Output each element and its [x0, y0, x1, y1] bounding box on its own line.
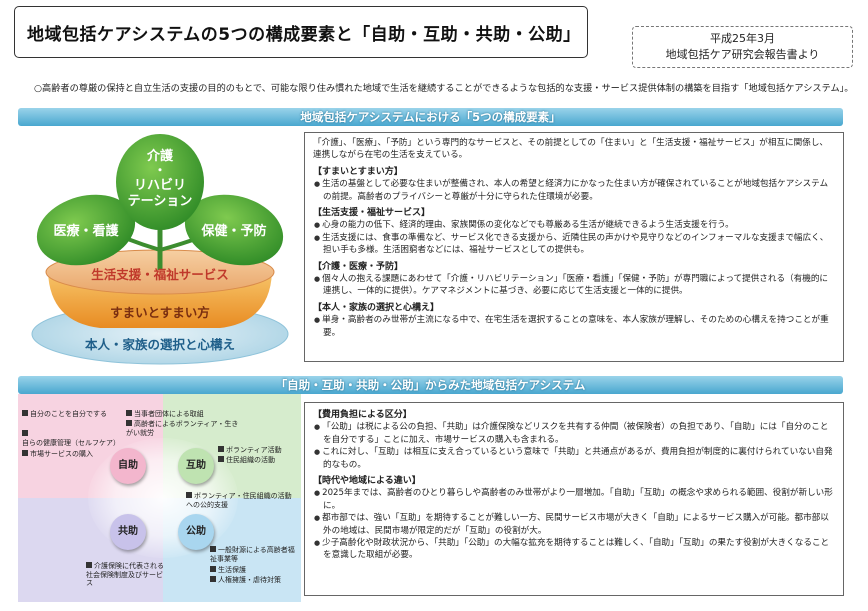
leaf-left-shape	[36, 194, 136, 266]
note-top-2: 高齢者によるボランティア・生きがい就労	[126, 420, 239, 437]
leaf-right-label: 保健・予防	[200, 223, 266, 239]
panel2-item: 少子高齢化や財政状況から、「共助」「公助」の大幅な拡充を期待することは難しく、「…	[313, 537, 835, 562]
section1-panel: 「介護」、「医療」、「予防」という専門的なサービスと、その前提としての「住まい」…	[304, 132, 844, 362]
note-jijo-3: 市場サービスの購入	[22, 450, 96, 459]
panel1-lead: 「介護」、「医療」、「予防」という専門的なサービスと、その前提としての「住まい」…	[313, 138, 829, 161]
panel1-heading-livelihood: 【生活支援・福祉サービス】	[313, 208, 431, 219]
section2-panel: 【費用負担による区分】 「公助」は税による公の負担、「共助」は介護保険などリスク…	[304, 402, 844, 596]
source-box: 平成25年3月 地域包括ケア研究会報告書より	[632, 26, 853, 68]
note-gojo-2: 住民組織の活動	[218, 456, 298, 465]
panel2-item: 2025年までは、高齢者のひとり暮らしや高齢者のみ世帯がより一層増加。「自助」「…	[313, 487, 835, 512]
panel1-heading-housing: 【すまいとすまい方】	[313, 166, 403, 177]
section1-title: 地域包括ケアシステムにおける「5つの構成要素」	[300, 110, 561, 124]
page-title: 地域包括ケアシステムの5つの構成要素と「自助・互助・共助・公助」	[27, 24, 581, 45]
circle-jijo: 自助	[110, 448, 146, 484]
intro-text: ○高齢者の尊厳の保持と自立生活の支援の目的のもとで、可能な限り住み慣れた地域で生…	[34, 83, 854, 94]
section2-title: 「自助・互助・共助・公助」からみた地域包括ケアシステム	[275, 378, 586, 392]
section1-header: 地域包括ケアシステムにおける「5つの構成要素」	[18, 108, 843, 126]
leaf-center-label-2: ・	[154, 163, 166, 177]
note-kojo-1: 一般財源による高齢者福祉事業等	[210, 546, 295, 563]
circle-kojo: 公助	[178, 514, 214, 550]
panel1-heading-choice: 【本人・家族の選択と心構え】	[313, 302, 440, 313]
panel2-heading-era: 【時代や地域による違い】	[313, 476, 421, 487]
title-box: 地域包括ケアシステムの5つの構成要素と「自助・互助・共助・公助」	[14, 6, 588, 58]
note-kojo-3: 人権擁護・虐待対策	[210, 576, 300, 585]
panel1-heading-care: 【介護・医療・予防】	[313, 261, 404, 272]
note-jijo-1: 自分のことを自分でする	[22, 410, 122, 419]
leaf-center-label-3: リハビリ	[134, 177, 186, 193]
panel1-item: 個々人の抱える課題にあわせて「介護・リハビリテーション」「医療・看護」「保健・予…	[313, 273, 835, 298]
plant-pot-svg: 医療・看護 保健・予防 介護 ・ リハビリ テーション 生活支援・福祉サービス …	[31, 134, 289, 365]
note-jijo-2: 自らの健康管理（セルフケア）	[22, 430, 126, 447]
leaf-center-shape	[116, 134, 204, 230]
circle-kyojo: 共助	[110, 514, 146, 550]
leaf-center-label-1: 介護	[146, 148, 174, 164]
panel1-item: 生活支援には、食事の準備など、サービス化できる支援から、近隣住民の声かけや見守り…	[313, 232, 835, 257]
self-mutual-help-quadrant: 自分のことを自分でする 自らの健康管理（セルフケア） 市場サービスの購入 当事者…	[18, 394, 301, 602]
source-date: 平成25年3月	[710, 32, 775, 45]
panel2-item: 都市部では、強い「互助」を期待することが難しい一方、民間サービス市場が大きく「自…	[313, 512, 835, 537]
leaf-left-label: 医療・看護	[53, 223, 119, 239]
panel2-item: 「公助」は税による公の負担、「共助」は介護保険などリスクを共有する仲間（被保険者…	[313, 421, 835, 446]
panel1-item: 生活の基盤として必要な住まいが整備され、本人の希望と経済力にかなった住まい方が確…	[313, 178, 835, 203]
panel2-item: これに対し、「互助」は相互に支え合っているという意味で「共助」と共通点があるが、…	[313, 446, 835, 471]
section2-header: 「自助・互助・共助・公助」からみた地域包括ケアシステム	[18, 376, 843, 394]
pot-label: すまいとすまい方	[110, 305, 210, 320]
source-report: 地域包括ケア研究会報告書より	[665, 48, 820, 61]
note-kyojo-1: 介護保険に代表される社会保険制度及びサービス	[86, 562, 164, 588]
panel1-item: 心身の能力の低下、経済的理由、家族関係の変化などでも尊厳ある生活が継続できるよう…	[313, 219, 835, 231]
circle-gojo: 互助	[178, 448, 214, 484]
leaf-right-shape	[184, 194, 284, 266]
leaf-center-label-4: テーション	[128, 194, 193, 209]
plate-label: 本人・家族の選択と心構え	[85, 337, 235, 352]
soil-label: 生活支援・福祉サービス	[91, 267, 229, 282]
note-kojo-2: 生活保護	[210, 566, 300, 575]
panel1-item: 単身・高齢者のみ世帯が主流になる中で、在宅生活を選択することの意味を、本人家族が…	[313, 314, 835, 339]
five-elements-illustration: 医療・看護 保健・予防 介護 ・ リハビリ テーション 生活支援・福祉サービス …	[20, 132, 300, 366]
note-mid: ボランティア・住民組織の活動への公的支援	[186, 492, 292, 509]
panel2-heading-cost: 【費用負担による区分】	[313, 410, 412, 420]
note-top-1: 当事者団体による取組	[126, 410, 238, 419]
note-gojo-1: ボランティア活動	[218, 446, 298, 455]
